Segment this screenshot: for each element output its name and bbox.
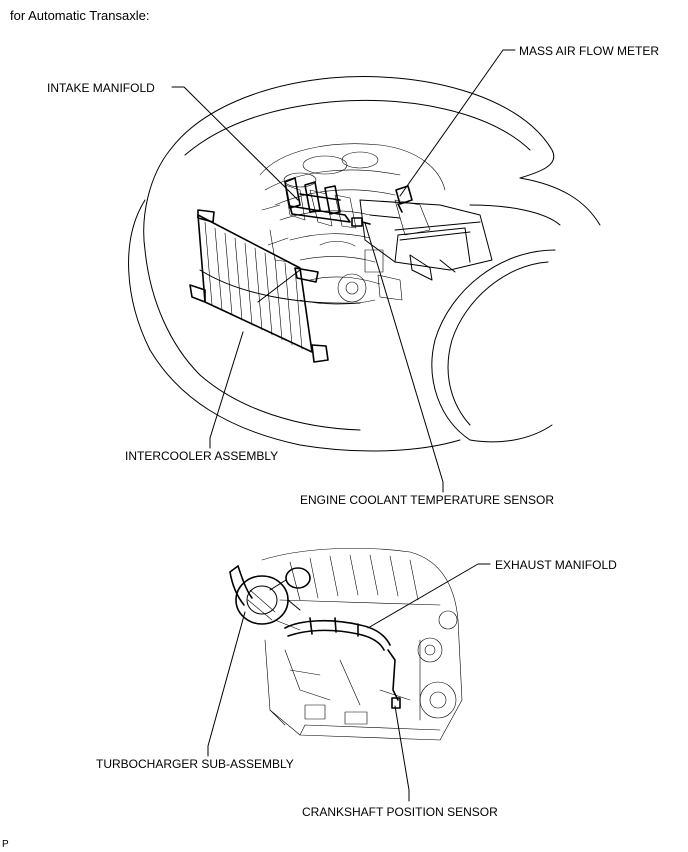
corner-mark: P [2,839,9,850]
intercooler-assembly-part [189,209,329,363]
exhaust-manifold-part [284,617,391,651]
intake-manifold-label: INTAKE MANIFOLD [47,81,155,95]
crankshaft-position-sensor-part [387,649,401,709]
turbocharger-part [229,565,311,625]
engine-block-top [259,143,446,305]
leader-lines-bottom [207,563,491,802]
air-cleaner-box [359,199,493,281]
engine-coolant-temperature-sensor-label: ENGINE COOLANT TEMPERATURE SENSOR [300,493,555,507]
leader-lines-top [171,49,516,493]
engine-coolant-temperature-sensor-part [351,217,371,227]
mass-air-flow-meter-label: MASS AIR FLOW METER [519,44,660,58]
page-caption: for Automatic Transaxle: [10,8,150,23]
exhaust-manifold-label: EXHAUST MANIFOLD [495,558,617,572]
engine-block-bottom [261,548,463,741]
mass-air-flow-meter-part [395,185,413,213]
vehicle-body-outline [128,76,601,452]
crankshaft-position-sensor-label: CRANKSHAFT POSITION SENSOR [302,805,498,819]
intercooler-assembly-label: INTERCOOLER ASSEMBLY [125,449,279,463]
intake-manifold-part [284,177,351,223]
turbocharger-sub-assembly-label: TURBOCHARGER SUB-ASSEMBLY [96,757,294,771]
